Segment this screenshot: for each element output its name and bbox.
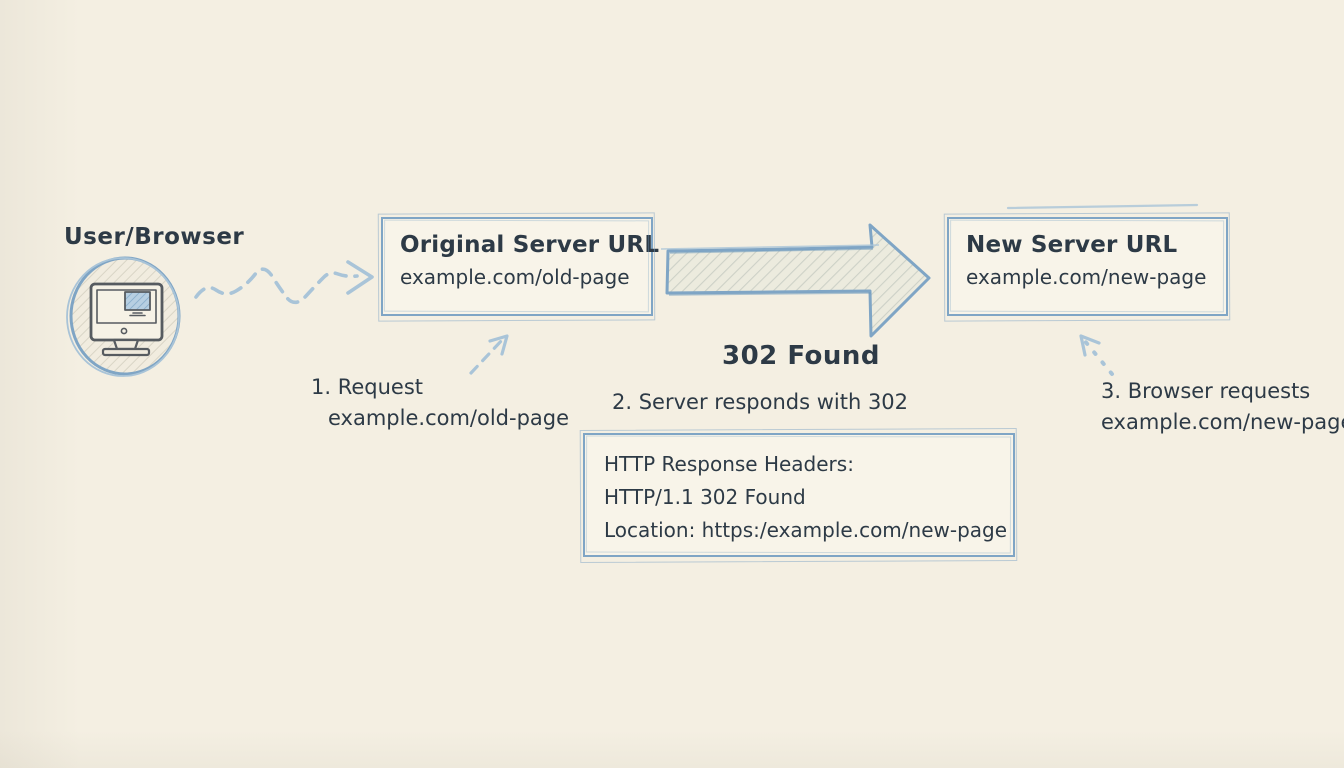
new-server-box: New Server URL example.com/new-page <box>947 217 1228 316</box>
new-server-title: New Server URL <box>966 232 1178 258</box>
http-header-line: Location: https:/example.com/new-page <box>604 518 1008 542</box>
user-browser-label: User/Browser <box>64 224 245 250</box>
step1-arrow-icon <box>469 334 509 375</box>
redirect-status-label: 302 Found <box>722 341 881 371</box>
step3-detail: example.com/new-page <box>1101 410 1344 434</box>
original-server-title: Original Server URL <box>400 232 660 258</box>
wavy-request-arrow <box>194 260 374 305</box>
redirect-arrow <box>660 223 931 338</box>
original-server-box: Original Server URL example.com/old-page <box>381 217 660 316</box>
step3-arrow-icon <box>1079 334 1114 376</box>
step1-detail: example.com/old-page <box>328 406 570 430</box>
step3-label: 3. Browser requests example.com/new-page <box>1101 376 1344 438</box>
original-server-url: example.com/old-page <box>400 265 630 289</box>
step3-title: 3. Browser requests <box>1101 379 1311 403</box>
http-header-line: HTTP Response Headers: <box>604 452 854 476</box>
step2-label: 2. Server responds with 302 <box>612 390 909 414</box>
step1-label: 1. Request example.com/old-page <box>311 372 569 434</box>
new-server-url: example.com/new-page <box>966 265 1207 289</box>
stray-sketch-line <box>1006 203 1199 210</box>
computer-monitor-icon <box>89 282 164 357</box>
http-header-line: HTTP/1.1 302 Found <box>604 485 806 509</box>
response-headers-box: HTTP Response Headers: HTTP/1.1 302 Foun… <box>583 433 1015 557</box>
step1-title: 1. Request <box>311 375 424 399</box>
